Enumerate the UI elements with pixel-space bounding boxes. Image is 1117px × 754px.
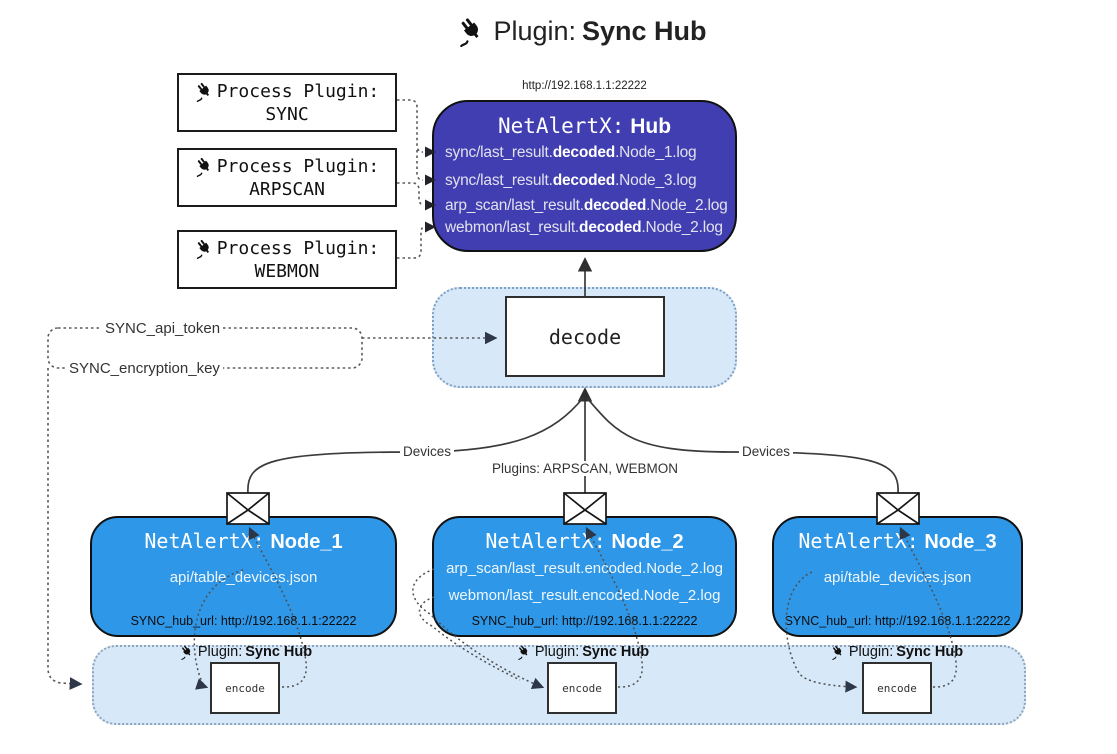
process-plugin-name: WEBMON xyxy=(254,261,320,282)
process-plugin-box-arpscan: Process Plugin: ARPSCAN xyxy=(177,148,397,207)
hub-title-name: Hub xyxy=(630,115,672,138)
band-plugin-name: Sync Hub xyxy=(896,644,964,660)
hub-log-line: webmon/last_result.decoded.Node_2.log xyxy=(445,219,731,239)
band-plugin-label-node3: Plugin: Sync Hub xyxy=(831,644,963,660)
hub-log-post: .Node_2.log xyxy=(641,219,723,236)
node-file-line: api/table_devices.json xyxy=(823,569,972,586)
band-plugin-name: Sync Hub xyxy=(582,644,650,660)
process-plugin-label-row: Process Plugin: xyxy=(179,156,395,177)
sync-api-token-label: SYNC_api_token xyxy=(102,320,224,337)
plug-icon xyxy=(517,644,530,660)
node-title-name: Node_3 xyxy=(924,531,997,553)
node-hub-url: SYNC_hub_url: http://192.168.1.1:22222 xyxy=(784,614,1011,628)
plug-icon xyxy=(458,16,484,47)
encode-box-node2: encode xyxy=(547,662,617,714)
decode-box: decode xyxy=(505,296,665,377)
process-plugin-label-row: Process Plugin: xyxy=(179,238,395,259)
hub-log-pre: sync/last_result. xyxy=(445,144,553,161)
encode-box-node3: encode xyxy=(862,662,932,714)
hub-log-post: .Node_3.log xyxy=(615,172,697,189)
band-plugin-prefix: Plugin: xyxy=(848,644,894,660)
node-title-prefix: NetAlertX: xyxy=(144,529,265,553)
hub-title: NetAlertX: Hub xyxy=(434,114,735,139)
process-plugin-label: Process Plugin: xyxy=(216,238,380,259)
hub-box: NetAlertX: Hub sync/last_result.decoded.… xyxy=(432,100,737,252)
plugins-edge-label: Plugins: ARPSCAN, WEBMON xyxy=(488,461,682,476)
band-plugin-label-node1: Plugin: Sync Hub xyxy=(180,644,312,660)
node-title: NetAlertX: Node_2 xyxy=(434,529,735,554)
node-title-prefix: NetAlertX: xyxy=(798,529,919,553)
page-title-name: Sync Hub xyxy=(582,16,707,46)
hub-title-prefix: NetAlertX: xyxy=(497,114,625,138)
hub-log-line: arp_scan/last_result.decoded.Node_2.log xyxy=(445,197,731,217)
encode-box-node1: encode xyxy=(210,662,280,714)
devices-edge-label-left: Devices xyxy=(399,444,455,459)
process-plugin-label-row: Process Plugin: xyxy=(179,81,395,102)
band-plugin-prefix: Plugin: xyxy=(197,644,243,660)
hub-log-line: sync/last_result.decoded.Node_1.log xyxy=(445,144,731,164)
plug-icon xyxy=(195,156,213,177)
hub-log-post: .Node_2.log xyxy=(646,197,728,214)
node-box-node1: NetAlertX: Node_1 api/table_devices.json… xyxy=(90,516,397,637)
process-plugin-name: SYNC xyxy=(265,104,309,125)
node-title: NetAlertX: Node_1 xyxy=(92,529,395,554)
hub-log-pre: webmon/last_result. xyxy=(445,219,580,236)
hub-log-pre: arp_scan/last_result. xyxy=(445,197,584,214)
node-file-line: arp_scan/last_result.encoded.Node_2.log xyxy=(446,560,723,577)
band-plugin-name: Sync Hub xyxy=(245,644,313,660)
process-plugin-label: Process Plugin: xyxy=(216,81,380,102)
node-hub-url: SYNC_hub_url: http://192.168.1.1:22222 xyxy=(471,614,698,628)
node-file-line: api/table_devices.json xyxy=(169,569,318,586)
process-plugin-box-webmon: Process Plugin: WEBMON xyxy=(177,230,397,289)
band-plugin-prefix: Plugin: xyxy=(534,644,580,660)
plug-icon xyxy=(180,644,193,660)
hub-log-bold: decoded xyxy=(552,172,616,189)
hub-log-post: .Node_1.log xyxy=(615,144,697,161)
sync-encryption-key-label: SYNC_encryption_key xyxy=(66,360,223,377)
page-title-prefix: Plugin: xyxy=(493,16,577,46)
band-plugin-label-node2: Plugin: Sync Hub xyxy=(517,644,649,660)
hub-log-line: sync/last_result.decoded.Node_3.log xyxy=(445,172,731,192)
node-hub-url: SYNC_hub_url: http://192.168.1.1:22222 xyxy=(130,614,357,628)
hub-log-bold: decoded xyxy=(583,197,647,214)
process-plugin-name: ARPSCAN xyxy=(249,179,325,200)
plug-icon xyxy=(195,238,213,259)
node-title-prefix: NetAlertX: xyxy=(485,529,606,553)
plug-icon xyxy=(195,81,213,102)
plug-icon xyxy=(831,644,844,660)
hub-log-bold: decoded xyxy=(552,144,616,161)
node-title: NetAlertX: Node_3 xyxy=(774,529,1021,554)
node-file-line: webmon/last_result.encoded.Node_2.log xyxy=(448,587,721,604)
page-title: Plugin: Sync Hub xyxy=(457,16,707,47)
process-plugin-label: Process Plugin: xyxy=(216,156,380,177)
node-title-name: Node_1 xyxy=(270,531,343,553)
node-title-name: Node_2 xyxy=(611,531,684,553)
hub-log-pre: sync/last_result. xyxy=(445,172,553,189)
process-plugin-box-sync: Process Plugin: SYNC xyxy=(177,73,397,132)
hub-log-bold: decoded xyxy=(579,219,642,236)
hub-url-label: http://192.168.1.1:22222 xyxy=(522,80,647,92)
node-box-node3: NetAlertX: Node_3 api/table_devices.json… xyxy=(772,516,1023,637)
devices-edge-label-right: Devices xyxy=(738,444,794,459)
node-box-node2: NetAlertX: Node_2 arp_scan/last_result.e… xyxy=(432,516,737,637)
